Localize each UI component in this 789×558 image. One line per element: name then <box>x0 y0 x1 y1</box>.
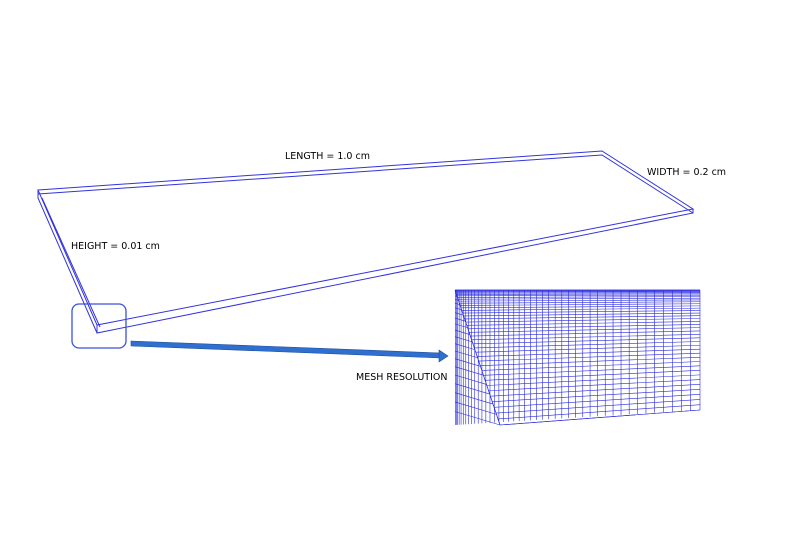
mesh-horizontal-line <box>474 341 701 349</box>
mesh-depth-line <box>454 350 478 359</box>
mesh-horizontal-line <box>460 303 701 306</box>
mesh-horizontal-line <box>458 299 701 302</box>
mesh-horizontal-line <box>494 393 701 408</box>
zoom-arrow-head <box>438 349 449 363</box>
mesh-depth-line <box>454 366 484 376</box>
mesh-horizontal-line <box>467 324 701 330</box>
mesh-horizontal-line <box>485 370 701 381</box>
mesh-horizontal-line <box>463 312 701 317</box>
mesh-horizontal-line <box>471 334 701 341</box>
mesh-depth-line <box>454 411 501 426</box>
mesh-depth-line <box>454 336 473 343</box>
mesh-depth-line <box>454 343 475 350</box>
mesh-horizontal-line <box>472 337 701 345</box>
mesh-horizontal-line <box>459 301 701 304</box>
mesh-depth-line <box>454 295 458 297</box>
mesh-horizontal-line <box>462 310 701 314</box>
mesh-depth-line <box>454 329 470 335</box>
mesh-horizontal-line <box>466 321 701 326</box>
mesh-resolution-label: MESH RESOLUTION <box>356 372 447 383</box>
width-label: WIDTH = 0.2 cm <box>647 167 726 178</box>
mesh-horizontal-line <box>478 352 701 362</box>
height-label: HEIGHT = 0.01 cm <box>71 241 160 252</box>
mesh-border-bottom <box>499 409 701 426</box>
mesh-horizontal-line <box>481 361 701 371</box>
mesh-block <box>454 289 701 426</box>
mesh-depth-line <box>454 323 468 328</box>
zoom-arrow-shaft <box>130 340 442 359</box>
mesh-horizontal-line <box>469 327 701 333</box>
plate-wireframe <box>37 150 695 334</box>
mesh-horizontal-line <box>460 305 701 309</box>
mesh-horizontal-line <box>475 344 701 353</box>
corner-highlight-box <box>71 303 127 349</box>
mesh-horizontal-line <box>456 294 701 297</box>
mesh-depth-line <box>454 374 487 385</box>
mesh-horizontal-line <box>461 307 701 311</box>
mesh-depth-line <box>454 383 490 395</box>
mesh-depth-line <box>454 401 497 415</box>
mesh-horizontal-line <box>458 297 701 300</box>
mesh-horizontal-line <box>488 379 701 392</box>
plate-left-top-inner <box>41 197 101 328</box>
mesh-depth-line <box>454 358 481 367</box>
mesh-depth-line <box>454 312 464 316</box>
mesh-horizontal-line <box>477 348 701 357</box>
zoom-arrow <box>130 340 449 363</box>
mesh-horizontal-line <box>490 384 701 397</box>
mesh-depth-line <box>454 317 466 322</box>
mesh-horizontal-line <box>464 315 701 320</box>
mesh-horizontal-line <box>496 399 701 414</box>
mesh-horizontal-line <box>483 365 701 376</box>
mesh-depth-line <box>454 302 460 305</box>
length-label: LENGTH = 1.0 cm <box>285 151 370 162</box>
plate-back-edge <box>37 154 694 214</box>
mesh-depth-line <box>454 298 459 301</box>
mesh-depth-line <box>454 392 494 405</box>
mesh-horizontal-line <box>457 296 701 298</box>
mesh-border-left <box>454 289 501 426</box>
mesh-depth-line <box>454 307 462 310</box>
mesh-horizontal-line <box>492 388 701 402</box>
mesh-horizontal-line <box>497 404 701 420</box>
mesh-horizontal-line <box>486 374 701 386</box>
